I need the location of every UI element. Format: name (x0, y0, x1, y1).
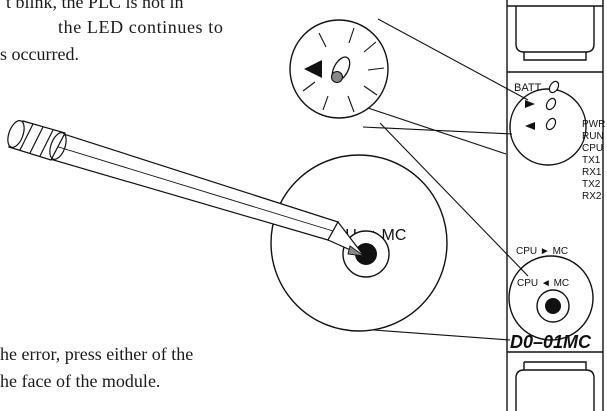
led-label: RX1 (582, 167, 602, 178)
model-label: D0–01MC (510, 332, 592, 352)
body-text-top-line3: s occurred. (0, 44, 79, 64)
button-zoom-circle: CPU ◄ MC (270, 154, 448, 332)
body-text-top-line1: t blink, the PLC is not in (6, 0, 184, 12)
stylus-icon (7, 120, 365, 257)
module-arrow-right-icon (525, 100, 535, 108)
led-label: RUN (582, 131, 604, 142)
plc-module (506, 0, 604, 411)
body-text-top-line2: the LED continues to (58, 17, 224, 37)
module-led-lower (545, 117, 557, 131)
batt-led (548, 80, 560, 94)
zoom-arrow-left-icon (304, 60, 322, 78)
module-button-lower-panel: CPU ◄ MC (508, 255, 594, 341)
led-zoom-circle (289, 19, 389, 119)
body-text-bottom-line1: he error, press either of the (0, 344, 194, 364)
led-label: PWR (582, 119, 605, 130)
led-label: TX2 (582, 179, 601, 190)
batt-label: BATT (514, 82, 542, 94)
led-labels: PWR RUN CPU TX1 RX1 TX2 RX2 (582, 119, 605, 202)
led-label: CPU (582, 143, 603, 154)
led-label: TX1 (582, 155, 601, 166)
body-text-bottom-line2: he face of the module. (0, 371, 161, 391)
zoom-led-indicator (330, 70, 344, 84)
button-upper-label: CPU ► MC (516, 246, 568, 257)
button-lower-label: CPU ◄ MC (517, 278, 569, 289)
module-led-upper (545, 97, 557, 111)
module-led-panel: BATT (509, 80, 587, 166)
module-arrow-left-icon (525, 122, 535, 130)
zoom-button[interactable] (355, 243, 377, 265)
led-label: RX2 (582, 191, 602, 202)
module-button-lower[interactable] (545, 298, 561, 314)
